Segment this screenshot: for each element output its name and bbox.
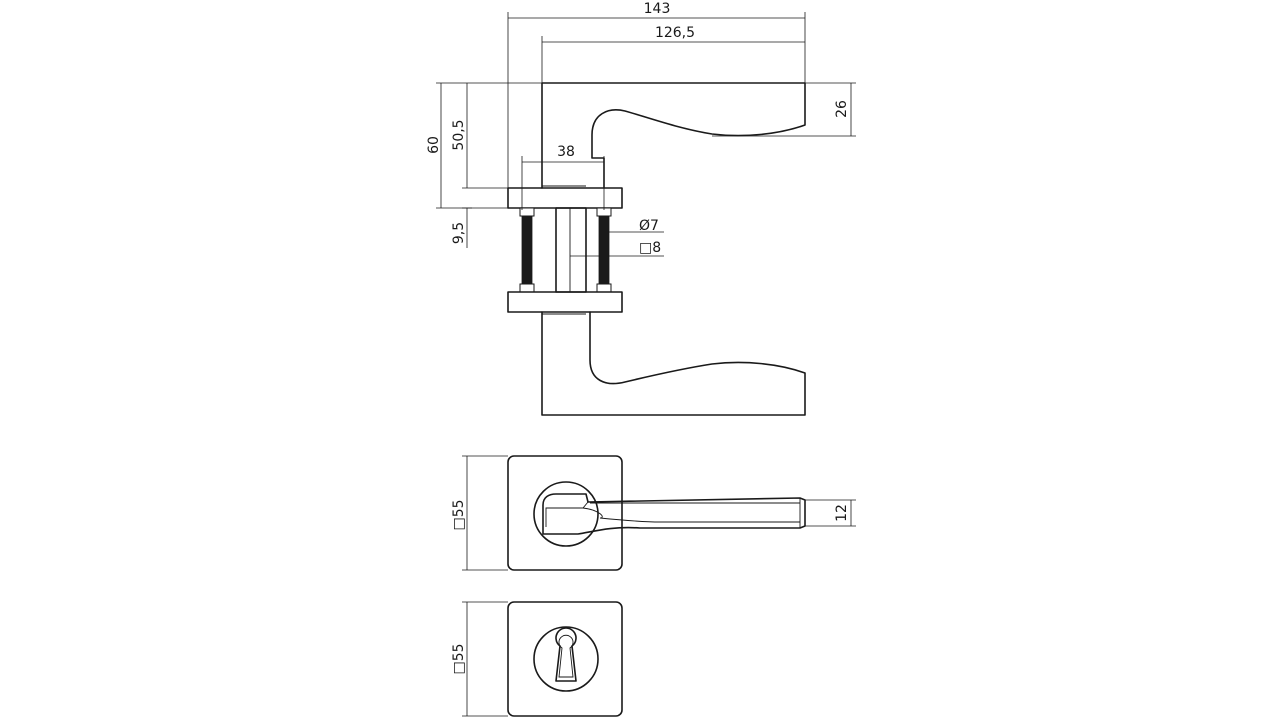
dim-height-above-rose: 50,5 <box>451 119 467 150</box>
dimension-26: 26 <box>712 82 856 137</box>
dim-total-height: 60 <box>426 136 442 154</box>
dimension-50-5: 50,5 <box>451 83 508 189</box>
keyhole-escutcheon <box>507 601 623 717</box>
dim-lever-length: 126,5 <box>655 25 695 41</box>
dimension-38: 38 <box>521 144 605 210</box>
lower-lever-side-view <box>541 311 806 416</box>
dim-screw-diameter: Ø7 <box>639 218 659 234</box>
dim-lever-width: 12 <box>834 504 850 522</box>
dimension-screw-diameter: Ø7 <box>604 218 664 234</box>
dimension-126-5: 126,5 <box>541 25 805 83</box>
dim-spindle-square: □8 <box>639 240 661 256</box>
spindle <box>555 207 587 293</box>
dimension-143: 143 <box>507 1 806 188</box>
right-screw <box>596 207 612 293</box>
dim-rose-size-key: □55 <box>451 643 467 674</box>
dim-neck-width: 38 <box>557 144 575 160</box>
dimension-spindle-square: □8 <box>570 240 664 257</box>
lower-rose-plate <box>507 291 623 313</box>
dim-rose-size-front: □55 <box>451 499 467 530</box>
dim-overall-length: 143 <box>644 1 671 17</box>
dimension-60: 60 <box>426 82 542 209</box>
dimension-front-rose: □55 <box>451 455 508 571</box>
dimension-key-rose: □55 <box>451 601 508 717</box>
dimension-9-5: 9,5 <box>451 207 472 248</box>
dim-rose-thickness: 9,5 <box>451 222 467 244</box>
front-view-lever-rose <box>507 455 806 571</box>
upper-rose-plate <box>507 187 623 209</box>
dim-lever-height: 26 <box>834 100 850 118</box>
dimension-12: 12 <box>805 499 856 527</box>
upper-lever-side-view <box>541 82 806 189</box>
left-screw <box>519 207 535 293</box>
